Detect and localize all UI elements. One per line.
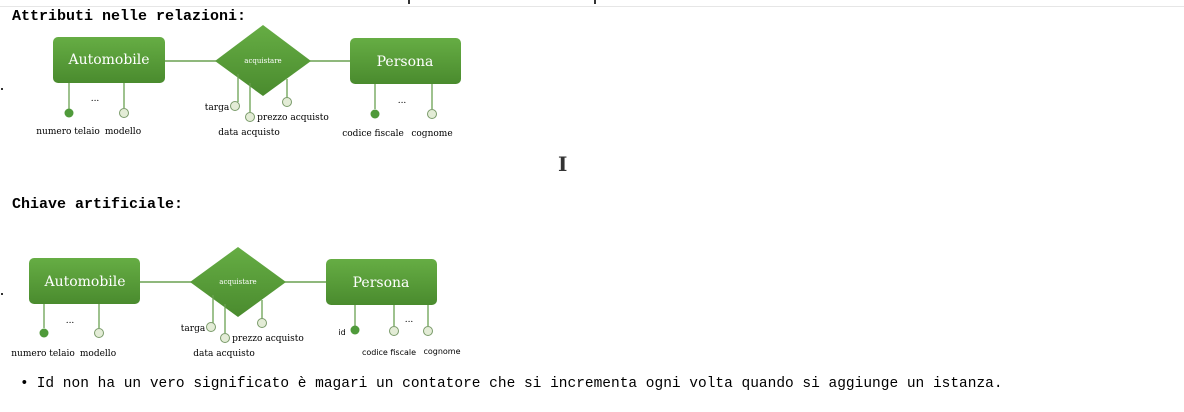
attribute-marker [245,112,255,122]
bullet-note: • Id non ha un vero significato è magari … [20,376,1003,392]
section-heading-artificial-key: Chiave artificiale: [12,196,184,213]
bullet-marker: • [20,376,29,392]
attribute-marker [282,97,292,107]
top-border [0,0,1184,7]
attr-prezzo-acquisto: prezzo acquisto [232,334,304,344]
attr-ellipsis: ... [398,96,407,106]
er-diagram-attributes: Automobile acquistare Persona ... numero… [0,0,520,150]
relation-acquistare-label: acquistare [244,57,281,65]
entity-automobile [53,37,165,83]
entity-automobile-label: Automobile [43,274,125,290]
attr-prezzo-acquisto: prezzo acquisto [257,113,329,123]
attr-data-acquisto: data acquisto [218,128,279,138]
attr-targa: targa [181,324,206,334]
bullet-text: Id non ha un vero significato è magari u… [36,376,1003,392]
list-dot [1,293,3,295]
key-attribute-marker [370,109,380,119]
relation-acquistare-label: acquistare [219,278,256,286]
text-cursor-icon: I [558,152,568,176]
section-heading-attributes: Attributi nelle relazioni: [12,8,247,25]
key-attribute-marker [39,328,49,338]
attr-numero-telaio: numero telaio [36,127,100,137]
attribute-marker [220,333,230,343]
attr-targa: targa [205,103,230,113]
entity-persona [350,38,461,84]
attribute-marker [94,328,104,338]
top-mark [594,0,596,4]
attr-cognome: cognome [411,129,452,139]
attribute-marker [230,101,240,111]
relation-acquistare [215,25,311,96]
attr-modello: modello [80,349,116,359]
attribute-marker [257,318,267,328]
attr-ellipsis: ... [405,315,414,325]
list-dot [1,88,3,90]
er-diagram-artificial-key: Automobile acquistare Persona ... numero… [0,0,520,365]
key-attribute-marker [350,325,360,335]
attr-codice-fiscale: codice fiscale [362,348,416,357]
relation-acquistare [190,247,286,317]
entity-automobile-label: Automobile [67,52,149,68]
attribute-marker [389,326,399,336]
attr-codice-fiscale: codice fiscale [342,129,404,139]
key-attribute-marker [64,108,74,118]
attr-ellipsis: ... [91,94,100,104]
entity-persona-label: Persona [377,54,434,70]
attr-data-acquisto: data acquisto [193,349,254,359]
attribute-marker [423,326,433,336]
entity-persona [326,259,437,305]
attribute-marker [119,108,129,118]
attr-ellipsis: ... [66,316,75,326]
top-mark [408,0,410,4]
attribute-marker [206,322,216,332]
attribute-marker [427,109,437,119]
attr-cognome: cognome [423,347,460,356]
entity-automobile [29,258,140,304]
attr-modello: modello [105,127,141,137]
attr-numero-telaio: numero telaio [11,349,75,359]
entity-persona-label: Persona [353,275,410,291]
attr-id: id [338,328,345,337]
